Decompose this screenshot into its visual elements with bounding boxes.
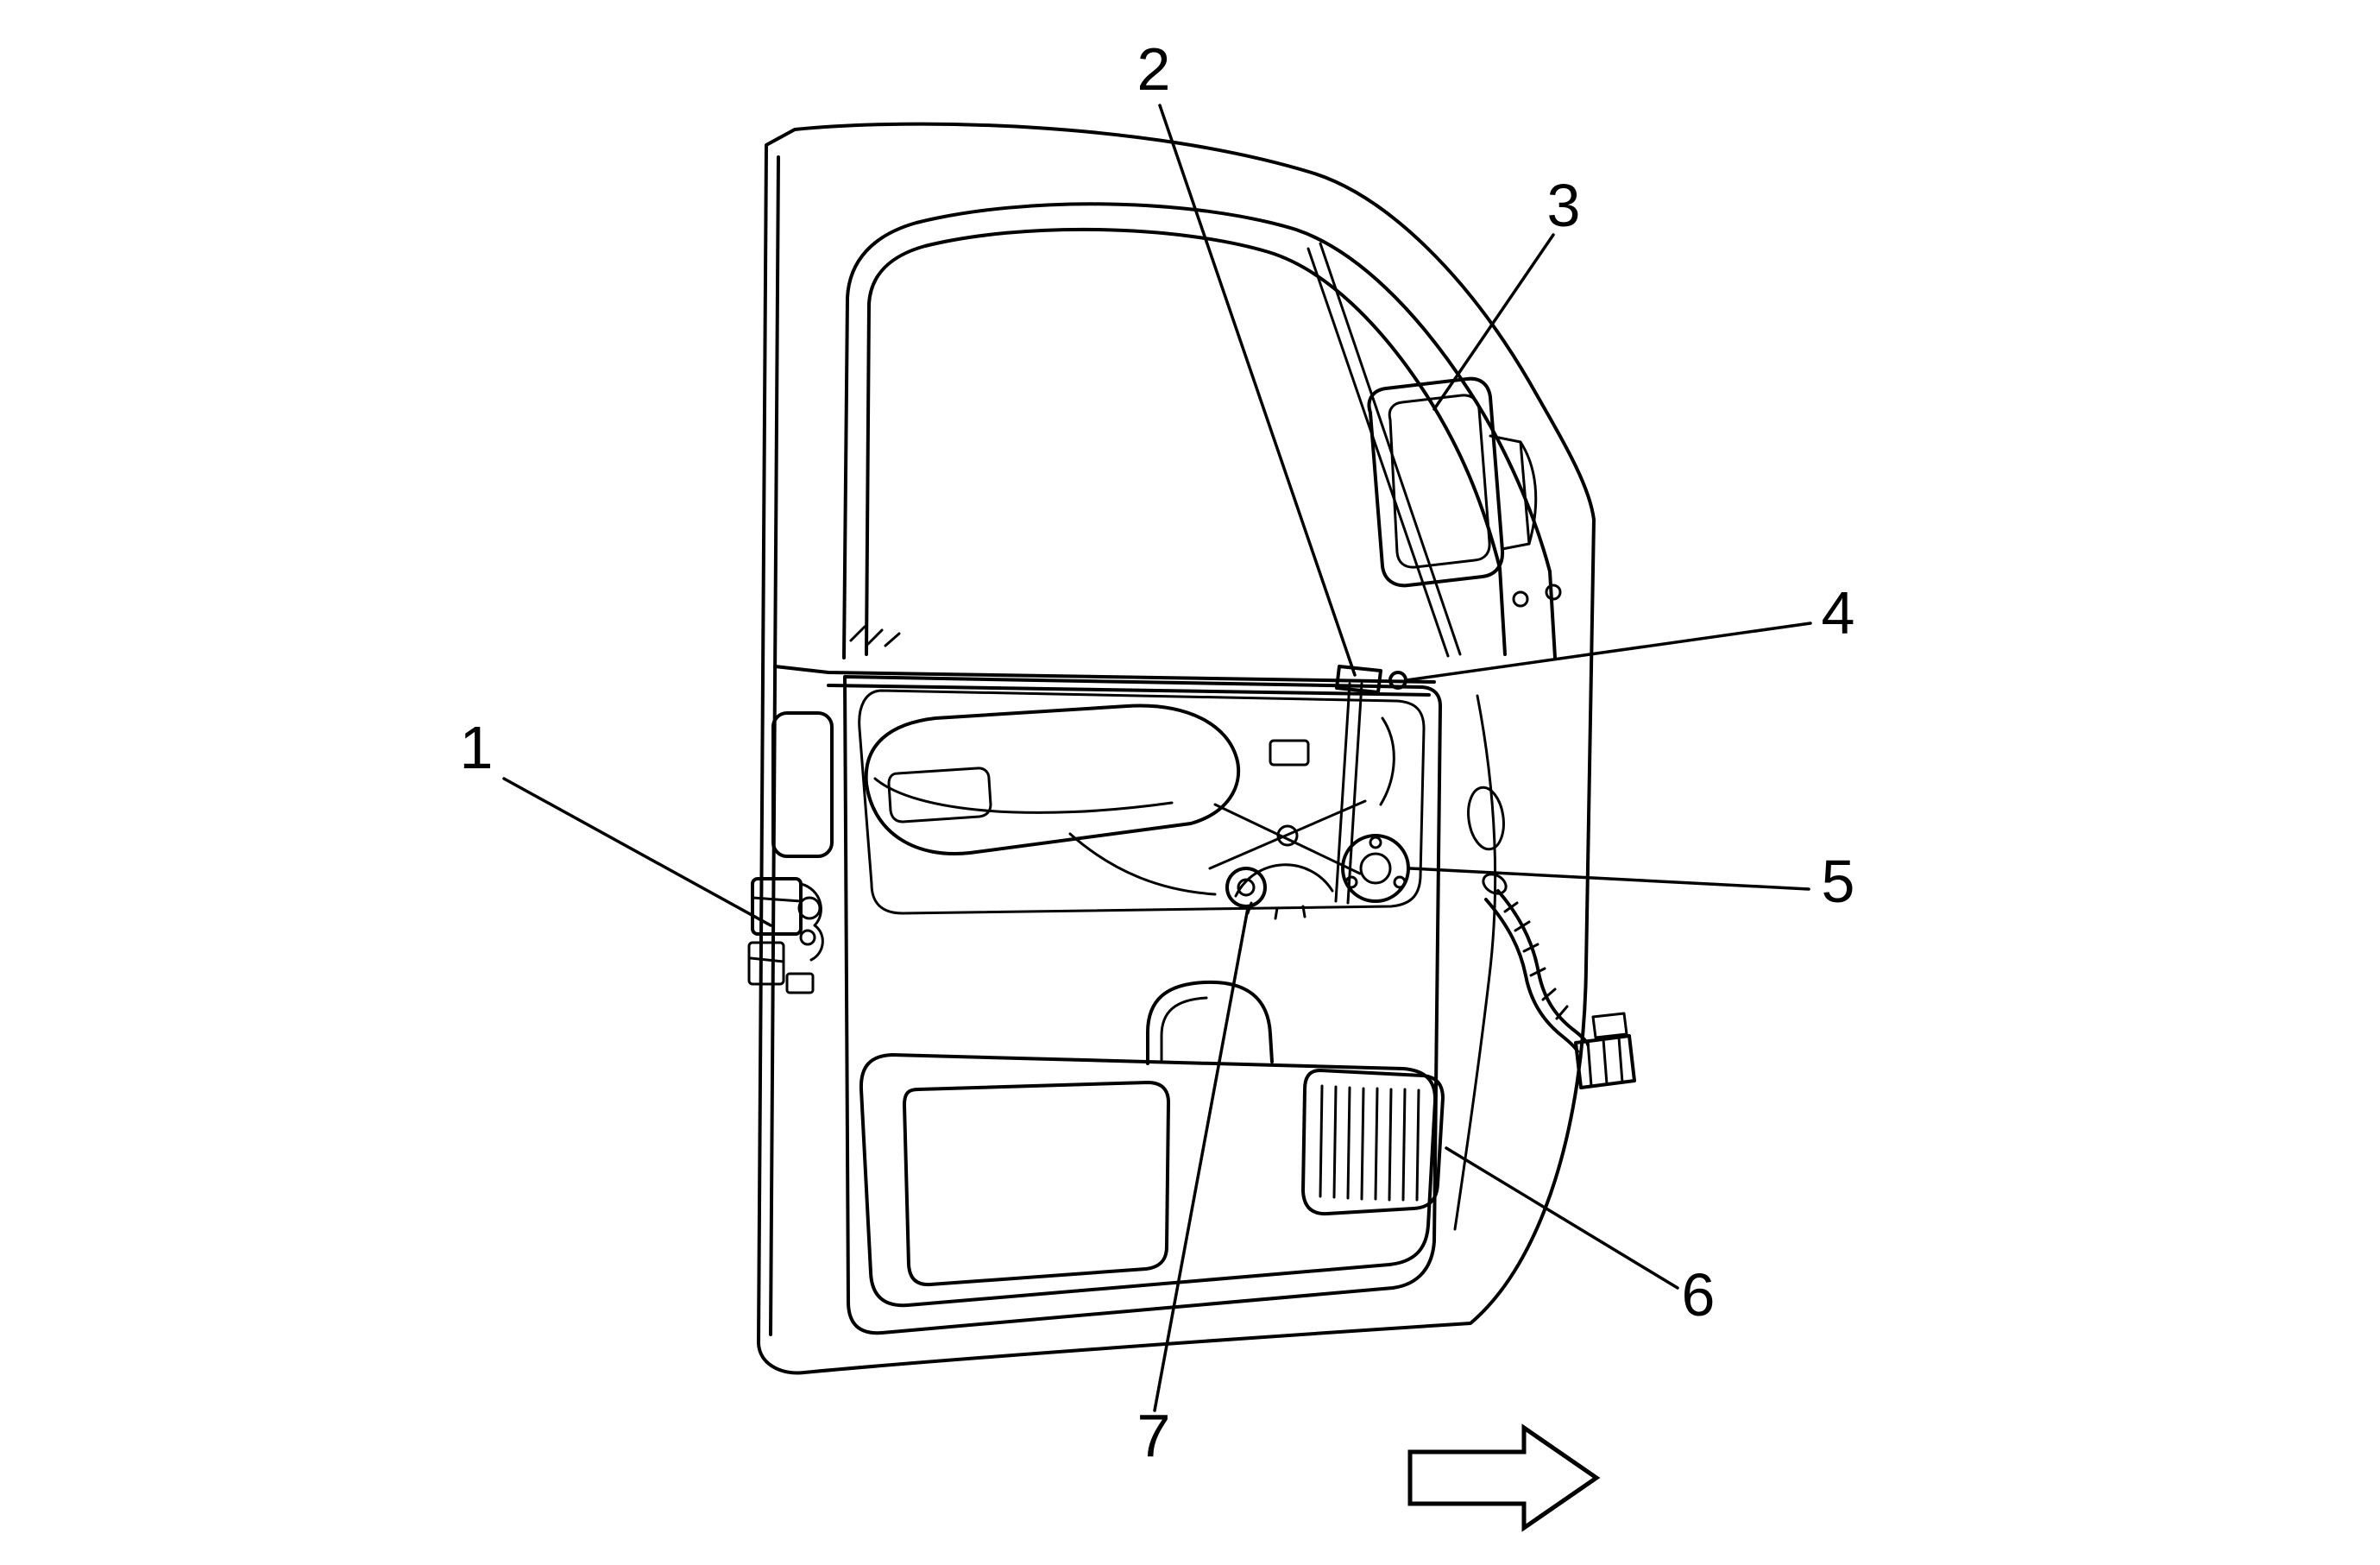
mirror-mount-bracket — [1489, 434, 1531, 551]
frame-corner-hatch-2 — [866, 628, 884, 646]
harness-wire-2 — [1484, 898, 1579, 1053]
glass-run-divider-line-1 — [1319, 242, 1462, 656]
speaker-slat — [1415, 1089, 1420, 1202]
harness-tape-tick-4 — [1529, 967, 1546, 977]
inner-panel-access-hole — [1467, 786, 1505, 851]
trim-upper-recess — [858, 689, 1426, 915]
latch-roller-2 — [799, 929, 816, 946]
door-latch-assembly — [747, 877, 824, 994]
connector-rib-2 — [1602, 1038, 1609, 1086]
frame-corner-hatch-1 — [849, 625, 866, 642]
callout-7-leader — [1153, 906, 1250, 1412]
mirror-outline — [1367, 376, 1505, 588]
belt-line-lower — [827, 684, 1431, 697]
speaker-slat — [1360, 1087, 1365, 1201]
mirror-mount-arm — [1519, 440, 1538, 546]
connector-rib-3 — [1617, 1036, 1624, 1084]
latch-rod-1 — [751, 896, 803, 903]
callout-6-leader — [1445, 1146, 1679, 1290]
regulator-arm-2 — [1213, 803, 1362, 875]
trim-panel-outline — [843, 675, 1442, 1335]
crank-spindle — [1225, 867, 1267, 908]
glass-run-divider-line-2 — [1306, 247, 1450, 658]
connector-latch-tab — [1591, 1012, 1628, 1039]
callout-5-label: 5 — [1822, 848, 1855, 915]
crank-spindle-hub — [1237, 878, 1256, 897]
callout-7-label: 7 — [1137, 1402, 1171, 1469]
harness-grommet — [1482, 873, 1508, 895]
regulator-wire — [1379, 716, 1395, 806]
harness-tape-tick-1 — [1503, 901, 1519, 913]
front-edge-recess — [771, 711, 834, 858]
latch-lever-curve — [799, 882, 824, 962]
regulator-motor-hub — [1359, 852, 1392, 885]
latch-body — [751, 877, 803, 936]
callout-2-leader — [1158, 104, 1357, 677]
latch-rod-2 — [749, 956, 785, 963]
regulator-sector-gear — [1234, 863, 1334, 898]
lower-recess-outline — [859, 1053, 1438, 1308]
callout-5-leader — [1408, 867, 1810, 891]
callout-3-label: 3 — [1547, 172, 1581, 239]
belt-line-upper — [773, 665, 1436, 684]
switch-block — [1269, 739, 1310, 767]
callout-1-label: 1 — [460, 714, 494, 781]
sector-gear-tooth-3 — [1301, 905, 1306, 918]
pull-handle-slot — [887, 767, 992, 824]
harness-tape-tick-5 — [1541, 988, 1557, 1001]
callout-4-label: 4 — [1822, 579, 1855, 647]
speaker-slat — [1374, 1087, 1379, 1201]
regulator-motor — [1341, 834, 1410, 903]
door-drawing — [747, 122, 1636, 1375]
harness-tape-tick-2 — [1514, 920, 1531, 932]
speaker-grille-outline — [1301, 1069, 1445, 1216]
sash-bracket — [1335, 665, 1382, 694]
armrest-cup-contour — [1068, 832, 1217, 896]
harness-connector-body — [1574, 1034, 1636, 1089]
harness-tape-tick-3 — [1522, 943, 1539, 953]
callout-3-leader — [1432, 233, 1555, 411]
window-opening-line — [865, 227, 1507, 656]
motor-bolt-1 — [1369, 836, 1382, 849]
speaker-slat — [1346, 1086, 1351, 1200]
regulator-pivot — [1276, 824, 1299, 847]
callouts-layer: 1 2 3 4 5 6 7 — [460, 35, 1855, 1469]
mirror-screw-2 — [1545, 584, 1562, 601]
frame-corner-hatch-3 — [884, 632, 901, 647]
inner-panel-contour — [1453, 694, 1497, 1231]
latch-lower-bracket — [747, 941, 785, 986]
speaker-slat — [1332, 1085, 1338, 1199]
window-frame-outer-line — [842, 202, 1557, 659]
speaker-slat — [1319, 1084, 1324, 1198]
latch-striker-plate — [785, 972, 815, 994]
mirror-glass-inner-line — [1388, 394, 1491, 569]
armrest-outline — [864, 704, 1241, 855]
callout-6-label: 6 — [1682, 1261, 1716, 1328]
armrest-contour-line — [873, 777, 1174, 814]
motor-bolt-2 — [1344, 875, 1358, 889]
tray-cup-inner-line — [1160, 996, 1208, 1063]
sash-channel-line-1 — [1334, 682, 1351, 903]
direction-arrow-icon — [1407, 1423, 1601, 1532]
speaker-slat — [1388, 1088, 1393, 1202]
sector-gear-tooth-2 — [1274, 906, 1279, 920]
speaker-slat — [1401, 1088, 1407, 1202]
motor-bolt-3 — [1393, 875, 1407, 889]
harness-wire-1 — [1496, 889, 1590, 1046]
callout-4-leader — [1405, 622, 1812, 682]
mirror-screw-1 — [1512, 590, 1529, 608]
sash-channel-line-2 — [1346, 682, 1363, 905]
tray-cup-outline — [1146, 980, 1274, 1065]
callout-1-leader — [502, 777, 772, 927]
callout-2-label: 2 — [1137, 35, 1171, 103]
door-outer-outline — [757, 122, 1596, 1375]
connector-rib-1 — [1586, 1039, 1593, 1088]
regulator-arm-1 — [1208, 799, 1367, 870]
map-pocket-outline — [903, 1081, 1170, 1287]
speaker-grille-slats — [1319, 1084, 1420, 1202]
harness-tape-tick-6 — [1555, 1005, 1569, 1020]
